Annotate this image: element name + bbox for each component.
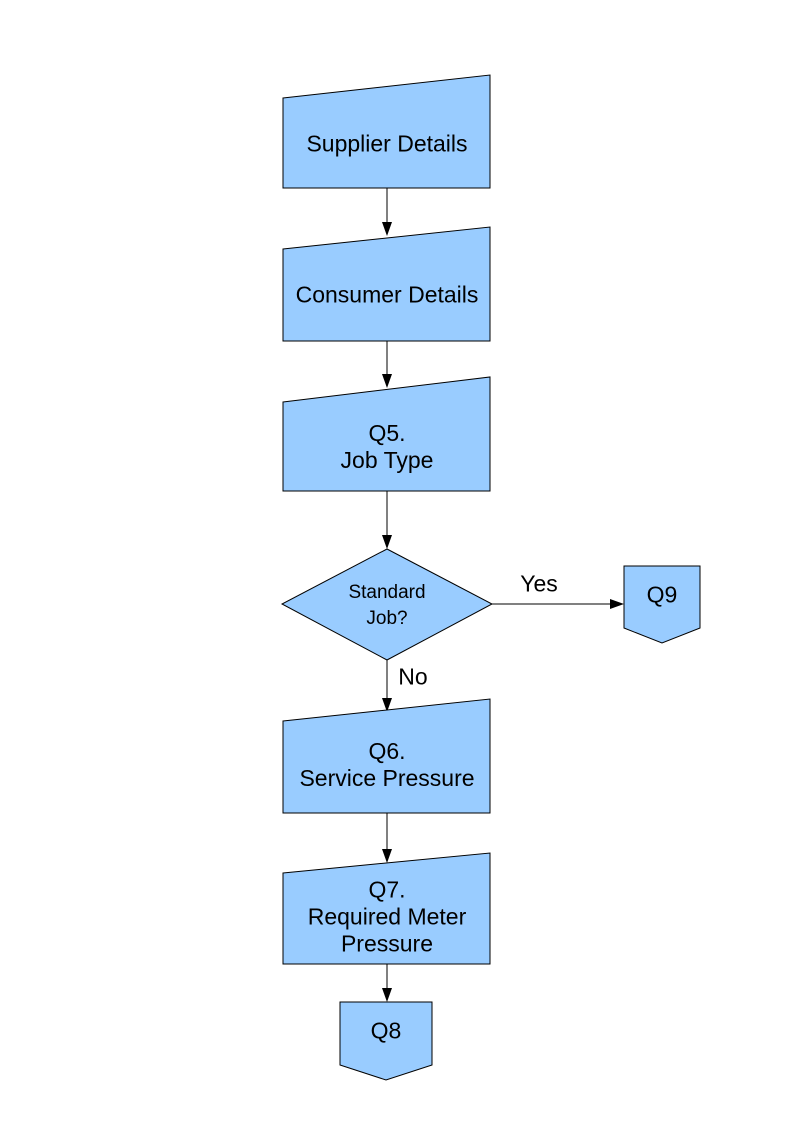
edge-yes-label: Yes <box>520 570 558 597</box>
edge-consumer-to-q5-arrowhead <box>382 374 392 388</box>
node-q7-required-meter-pressure-label: Q7. Required Meter Pressure <box>307 876 467 957</box>
edge-no-label: No <box>398 663 428 690</box>
node-consumer-details-label: Consumer Details <box>295 281 479 308</box>
node-q5-job-type-shape <box>282 376 491 492</box>
node-q6-service-pressure-shape <box>282 698 491 814</box>
node-q5-job-type-label: Q5. Job Type <box>340 420 434 473</box>
edge-q5-to-decision-arrowhead <box>382 535 392 549</box>
node-q9-connector-label: Q9 <box>646 581 678 608</box>
node-supplier-details-shape <box>282 74 491 189</box>
flowchart-nodes <box>280 74 701 1081</box>
flowchart-edges <box>382 188 624 1002</box>
edge-q6-to-q7-arrowhead <box>382 849 392 863</box>
node-q8-connector-shape <box>339 1001 433 1081</box>
node-q6-service-pressure-label: Q6. Service Pressure <box>299 738 475 791</box>
node-standard-job-decision-shape <box>280 548 494 661</box>
node-q7-required-meter-pressure-shape <box>282 852 491 965</box>
node-standard-job-decision-label: Standard Job? <box>348 582 426 629</box>
node-q8-connector-label: Q8 <box>370 1017 402 1044</box>
edge-supplier-to-consumer-arrowhead <box>382 222 392 236</box>
node-q9-connector-shape <box>623 565 701 644</box>
node-supplier-details-label: Supplier Details <box>306 130 468 157</box>
edge-q7-to-q8-arrowhead <box>382 988 392 1002</box>
edge-decision-to-q6-arrowhead <box>382 698 392 712</box>
node-consumer-details-shape <box>282 226 491 342</box>
edge-decision-to-q9-arrowhead <box>610 599 624 609</box>
